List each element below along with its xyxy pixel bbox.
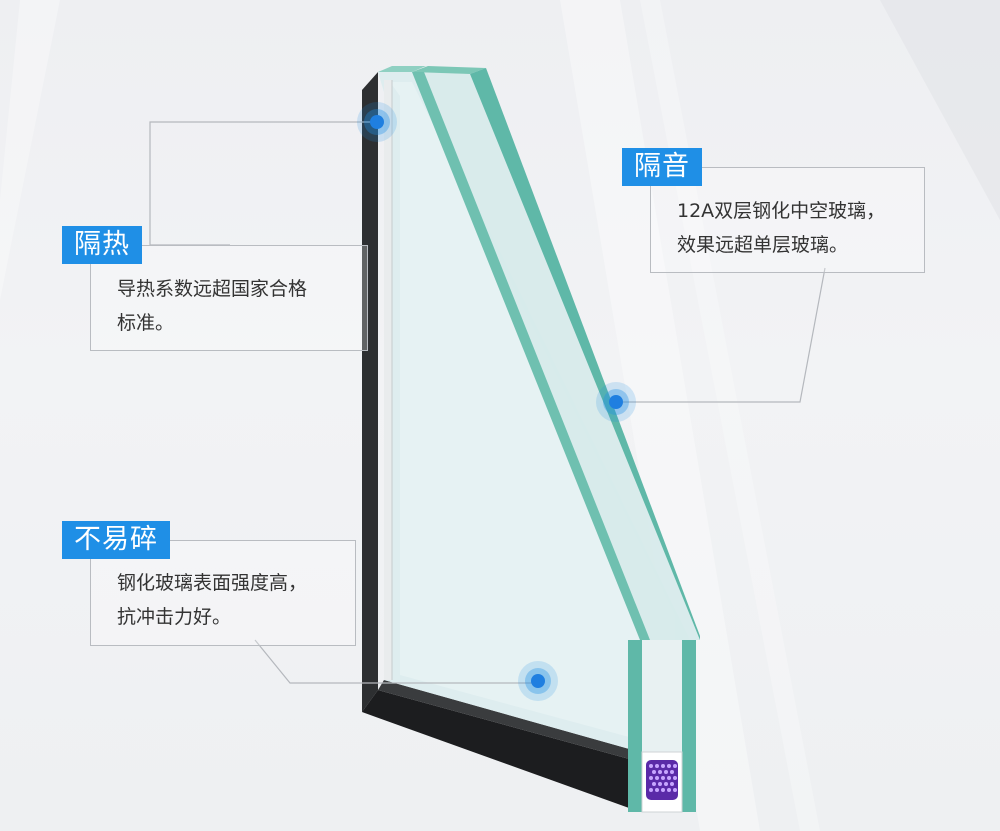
back-glass-foot (682, 640, 696, 812)
shatterproof-text-line1: 钢化玻璃表面强度高， (117, 572, 308, 594)
front-glass-pane (412, 72, 700, 640)
back-glass-face (390, 82, 675, 740)
target-dot-icon (518, 661, 558, 701)
frame-bottom-top (378, 680, 640, 762)
frame-left (362, 72, 378, 712)
molecular-sieve-icon (646, 760, 678, 800)
spacer-strip (384, 80, 392, 680)
back-glass-edge-top (378, 66, 426, 72)
soundproof-text-line1: 12A双层钢化中空玻璃， (677, 200, 886, 222)
front-glass-left-edge (412, 72, 650, 640)
insulation-title: 隔热 (62, 226, 142, 264)
front-glass-foot (628, 640, 642, 812)
insulation-callout-box (90, 245, 368, 351)
shatterproof-text-line2: 抗冲击力好。 (117, 606, 232, 628)
soundproof-title: 隔音 (622, 148, 702, 186)
front-glass-edge (412, 66, 486, 74)
front-glass-side (470, 68, 700, 640)
insulation-text-line2: 标准。 (117, 312, 175, 334)
soundproof-text-line2: 效果远超单层玻璃。 (677, 234, 849, 256)
frame-bottom (362, 690, 640, 812)
insulation-text-line1: 导热系数远超国家合格 (117, 278, 308, 300)
target-dot-icon (596, 382, 636, 422)
target-dot-icon (357, 102, 397, 142)
shatterproof-title: 不易碎 (62, 521, 170, 559)
